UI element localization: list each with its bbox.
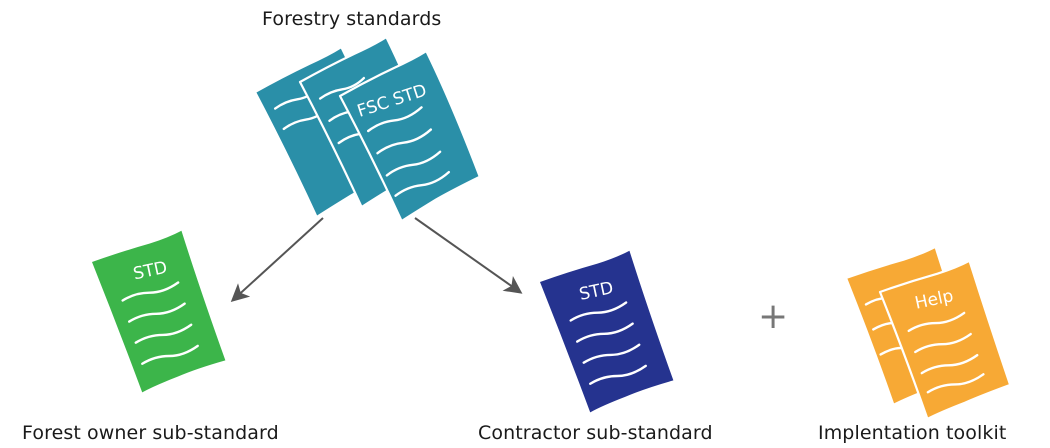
forestry-standards-stack: FSC STD (253, 36, 481, 223)
forest-owner-doc: STD (92, 230, 226, 393)
forestry-sheet-front: FSC STD (338, 50, 481, 223)
toolkit-caption: Implentation toolkit (818, 422, 1007, 444)
forest-owner-caption: Forest owner sub-standard (22, 422, 279, 444)
contractor-caption: Contractor sub-standard (478, 422, 713, 444)
toolkit-sheet-front: Help (878, 259, 1012, 421)
forestry-standards-caption: Forestry standards (262, 8, 442, 30)
contractor-doc: STD (540, 250, 674, 413)
toolkit-stack: Help (844, 245, 1012, 421)
plus-sign: + (758, 296, 788, 337)
arrow-to-contractor (414, 217, 523, 294)
arrow-to-forest-owner (230, 217, 324, 303)
